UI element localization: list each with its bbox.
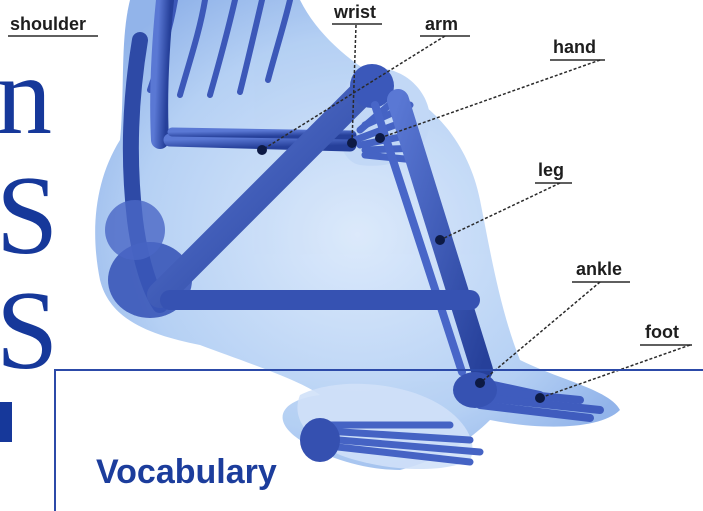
label-hand: hand [553,37,596,57]
margin-letter-1: n [0,40,52,152]
label-leg: leg [538,160,564,180]
margin-letter-3: S [0,275,58,387]
label-ankle: ankle [576,259,622,279]
margin-block [0,402,12,442]
margin-letter-2: S [0,160,58,272]
section-title: Vocabulary [96,452,277,492]
label-wrist: wrist [334,2,376,22]
label-arm: arm [425,14,458,34]
label-shoulder: shoulder [10,14,86,34]
label-foot: foot [645,322,679,342]
